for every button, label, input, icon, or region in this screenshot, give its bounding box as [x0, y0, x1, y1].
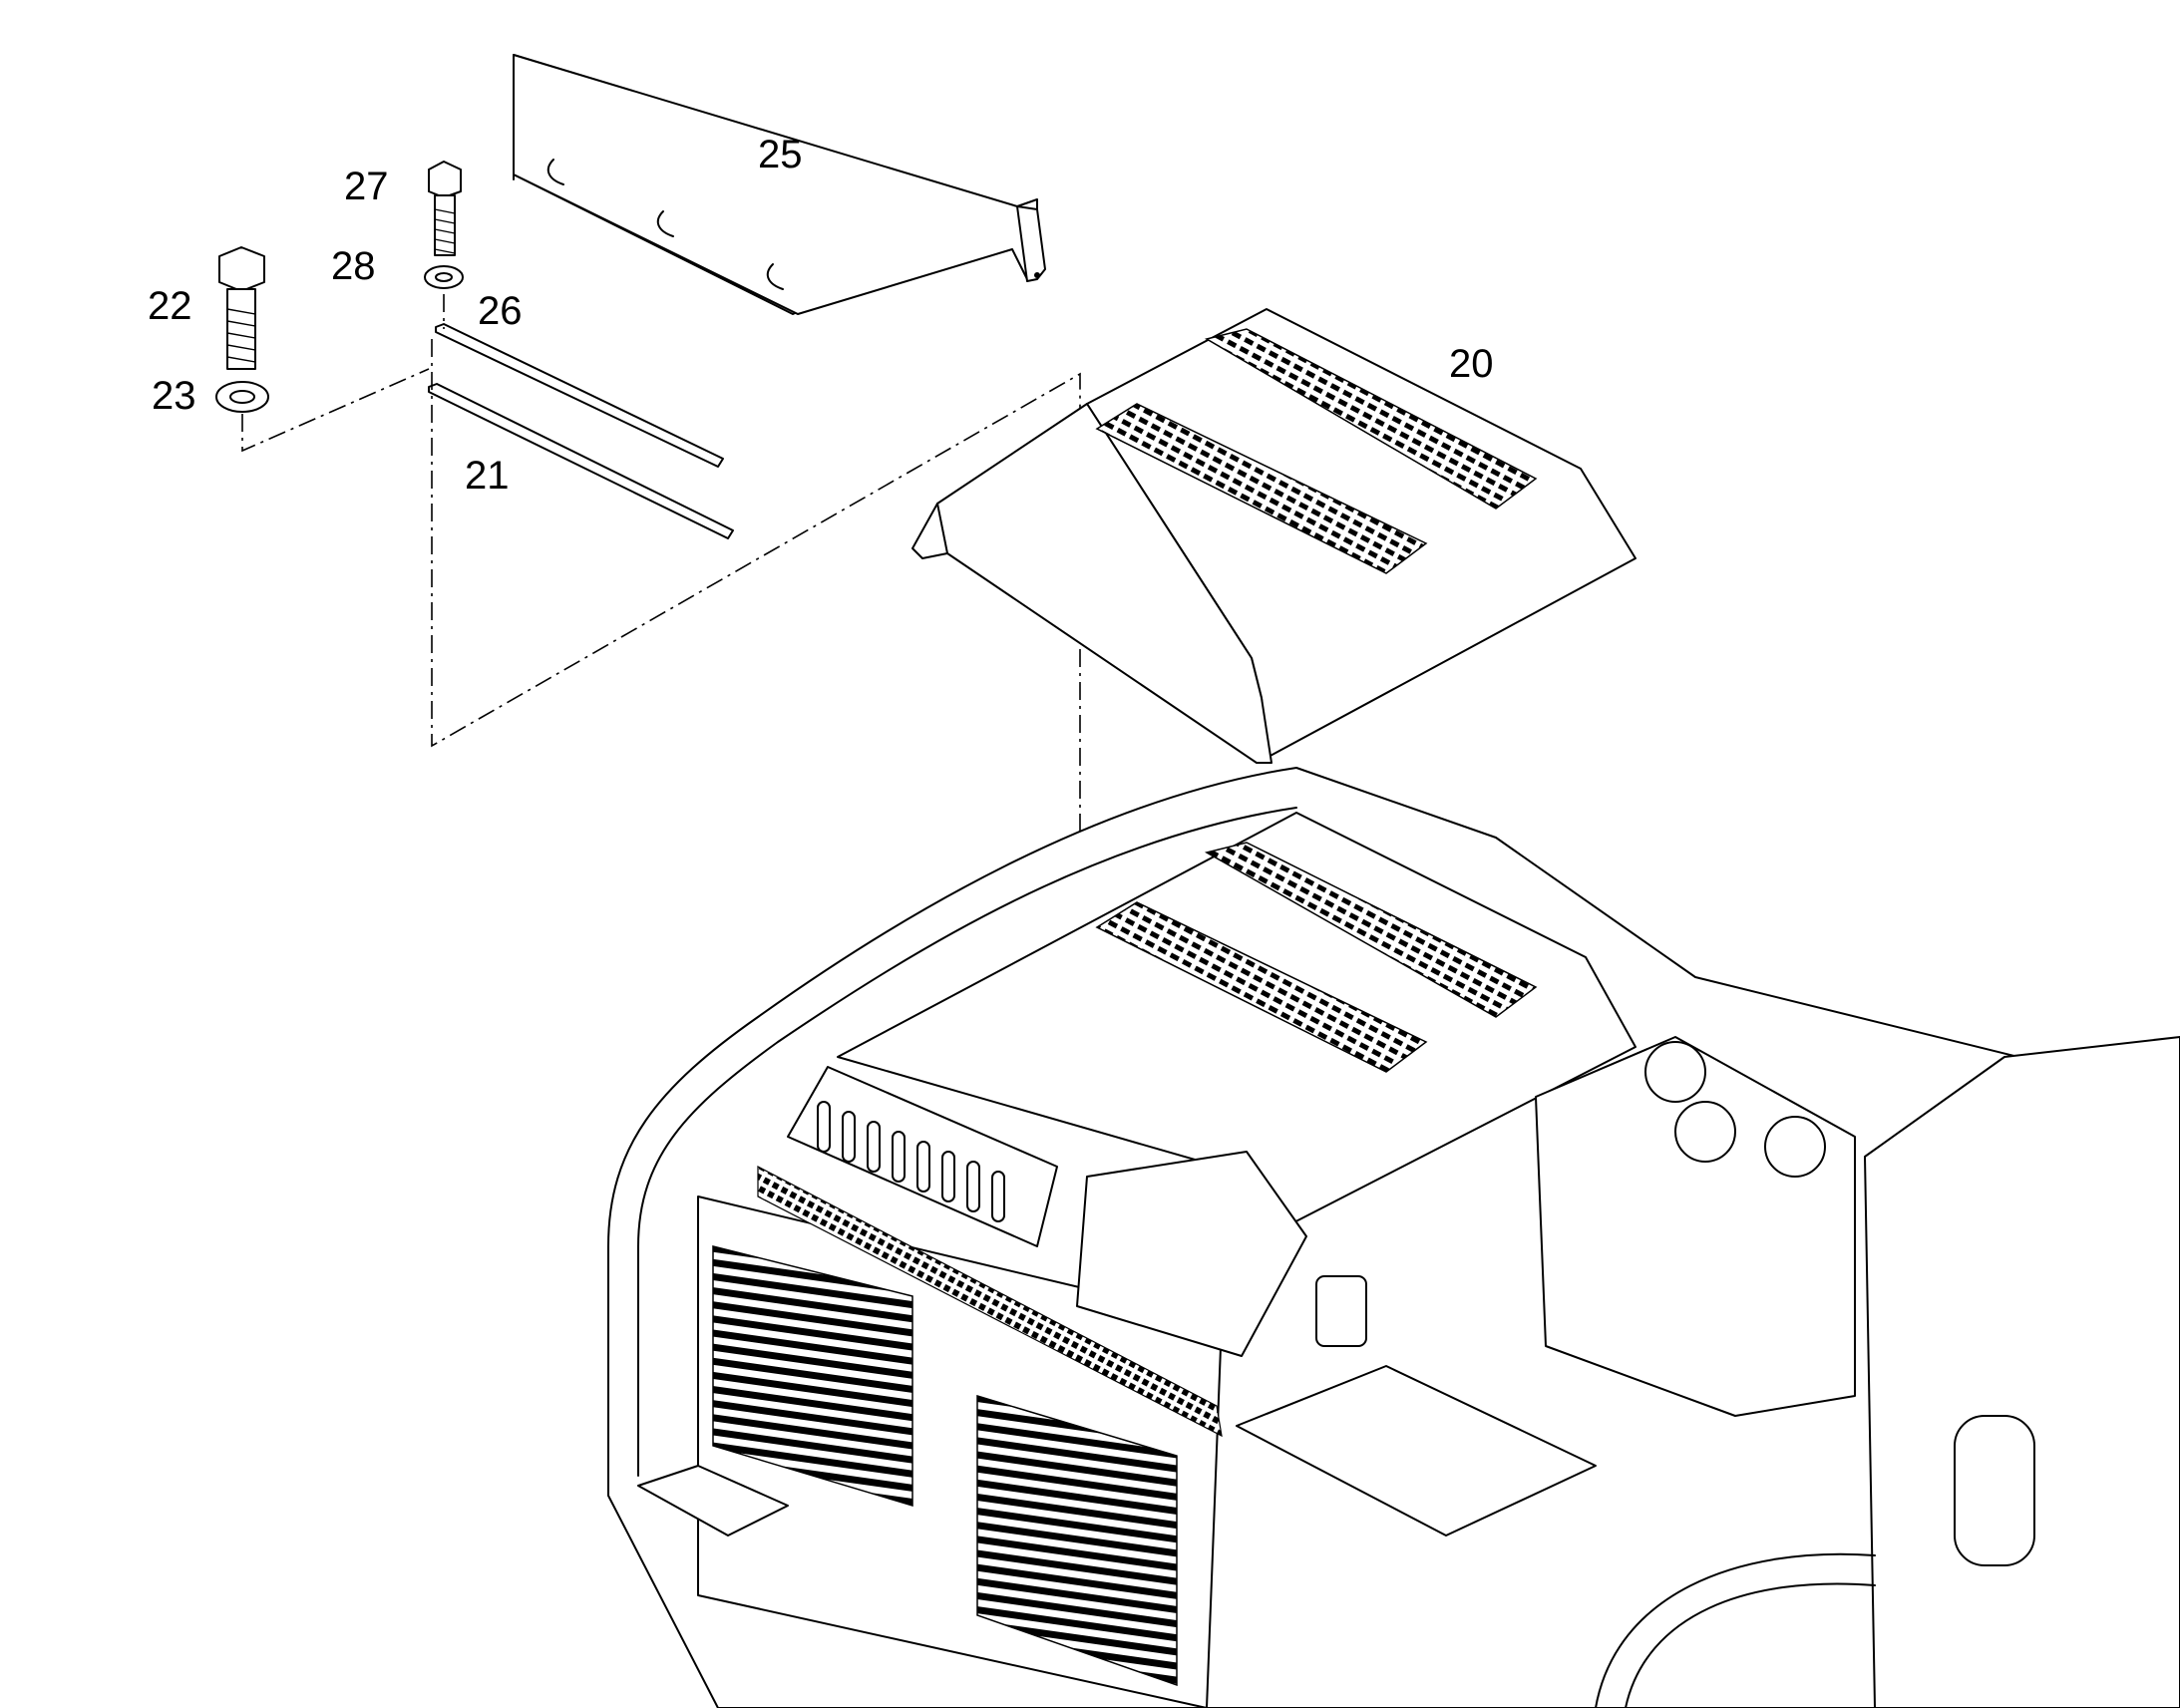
callout-22: 22	[148, 284, 192, 328]
assembly-lines	[241, 294, 1081, 927]
callout-labels: 20 21 22 23 25 26 27 28	[148, 133, 1494, 498]
callout-23: 23	[152, 374, 196, 418]
callout-25: 25	[758, 133, 803, 176]
callout-28: 28	[331, 244, 376, 288]
slot-row	[817, 1101, 1005, 1222]
part-28-washer	[424, 265, 464, 289]
callout-20: 20	[1449, 342, 1494, 386]
part-22-bolt	[218, 246, 265, 370]
part-26-strip	[435, 323, 724, 468]
callout-27: 27	[344, 165, 389, 208]
part-25-cover-plate	[513, 54, 1046, 315]
callout-26: 26	[478, 289, 523, 333]
part-23-washer	[215, 381, 269, 413]
part-27-bolt	[428, 161, 462, 256]
excavator-upper-body	[607, 767, 2180, 1708]
part-20-engine-cover	[911, 308, 1636, 764]
callout-21: 21	[465, 454, 510, 498]
part-21-strip	[428, 383, 734, 539]
